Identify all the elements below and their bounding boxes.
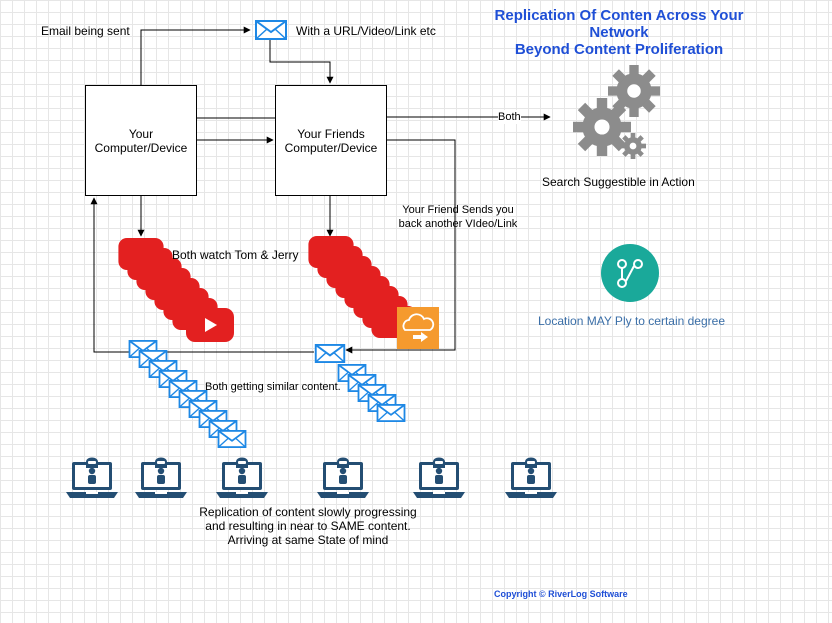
- email-cascade-right: [337, 364, 406, 422]
- connectors: [90, 26, 551, 354]
- gears-icon: [573, 65, 660, 159]
- label-with-url: With a URL/Video/Link etc: [296, 24, 436, 38]
- label-email-sent: Email being sent: [41, 24, 130, 38]
- label-friend-sends: Your Friend Sends you back another VIdeo…: [393, 203, 523, 231]
- laptop-user-icon: [317, 457, 369, 498]
- edge-friend-sends-back: [345, 139, 456, 354]
- copyright: Copyright © RiverLog Software: [494, 589, 628, 599]
- friend-device-label-2: Computer/Device: [284, 140, 378, 155]
- title-line-1: Replication Of Conten Across Your: [494, 7, 744, 24]
- edge-return-to-you: [90, 197, 314, 353]
- laptop-user-icon: [505, 457, 557, 498]
- edge-url-to-friend: [269, 40, 334, 84]
- edge-email-sent: [140, 26, 251, 85]
- youtube-play-icon: [205, 318, 217, 332]
- share-nodes-icon: [601, 244, 659, 302]
- your-device-label-1: Your: [128, 126, 154, 141]
- label-replication-3: Arriving at same State of mind: [227, 533, 389, 547]
- title-line-2: Network: [589, 24, 649, 41]
- label-replication-1: Replication of content slowly progressin…: [199, 505, 417, 519]
- your-device-label-2: Computer/Device: [94, 140, 188, 155]
- laptop-user-icon: [135, 457, 187, 498]
- cloud-upload-icon: [397, 307, 439, 349]
- label-search-suggestible: Search Suggestible in Action: [542, 175, 695, 189]
- diagram-title: Replication Of Conten Across Your Networ…: [469, 7, 769, 58]
- label-replication: Replication of content slowly progressin…: [186, 505, 430, 547]
- title-line-3: Beyond Content Proliferation: [514, 41, 724, 58]
- label-friend-sends-1: Your Friend Sends you: [402, 204, 514, 216]
- label-similar-content: Both getting similar content.: [205, 381, 341, 393]
- email-icon: [314, 344, 346, 363]
- label-both: Both: [498, 110, 521, 124]
- email-icon: [255, 20, 287, 40]
- label-both-watch: Both watch Tom & Jerry: [172, 248, 299, 262]
- laptop-users-row: [66, 457, 557, 498]
- youtube-stack-you: [118, 238, 234, 342]
- your-device-box[interactable]: Your Computer/Device: [85, 85, 197, 196]
- laptop-user-icon: [66, 457, 118, 498]
- friend-device-box[interactable]: Your Friends Computer/Device: [275, 85, 387, 196]
- laptop-user-icon: [216, 457, 268, 498]
- laptop-user-icon: [413, 457, 465, 498]
- label-location: Location MAY Ply to certain degree: [538, 314, 725, 328]
- friend-device-label-1: Your Friends: [297, 126, 365, 141]
- email-cascade-left: [128, 340, 247, 448]
- label-replication-2: and resulting in near to SAME content.: [205, 519, 411, 533]
- label-friend-sends-2: back another VIdeo/Link: [398, 218, 518, 230]
